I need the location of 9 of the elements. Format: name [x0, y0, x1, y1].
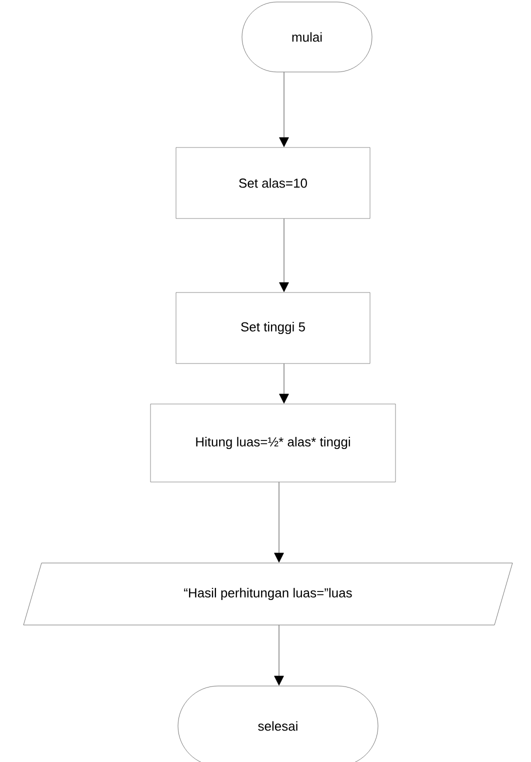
arrow — [274, 625, 284, 686]
process-box: Hitung luas=½* alas* tinggi — [150, 404, 396, 482]
process-box: Set alas=10 — [176, 147, 370, 219]
arrow — [279, 72, 289, 148]
process-box: Set tinggi 5 — [176, 292, 370, 364]
arrow — [274, 482, 284, 563]
arrow — [279, 364, 289, 404]
output-parallelogram: “Hasil perhitungan luas=”luas — [23, 562, 513, 626]
arrow — [279, 218, 289, 292]
